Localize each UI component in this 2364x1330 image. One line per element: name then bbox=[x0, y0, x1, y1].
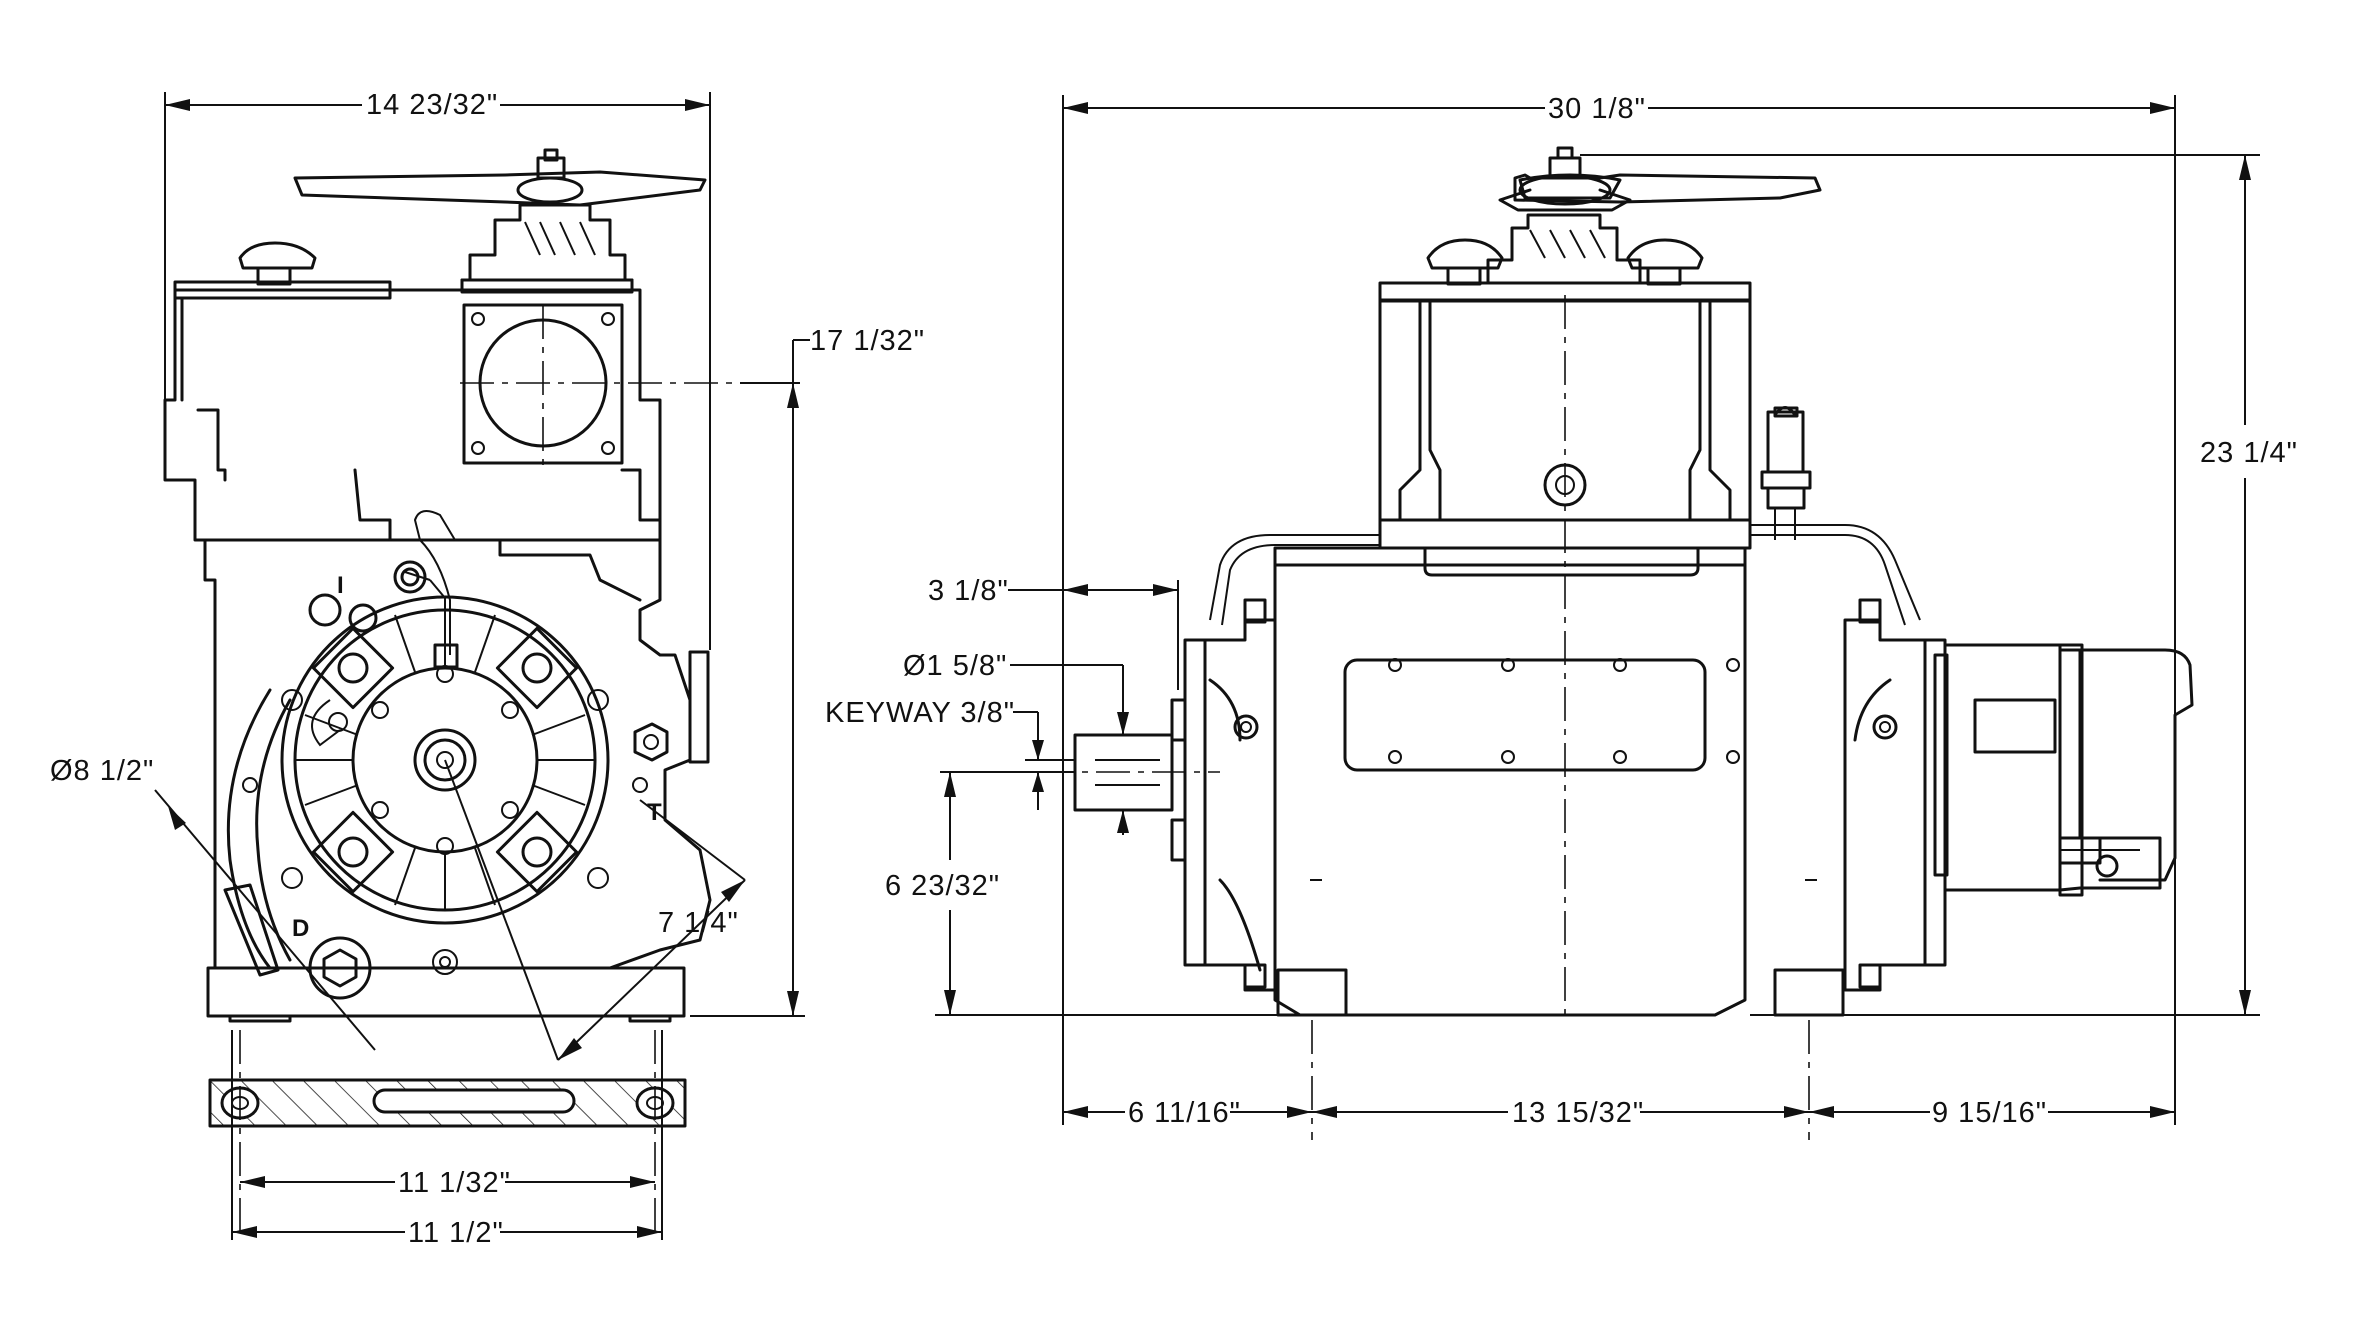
dim-shaft-height: 6 23/32" bbox=[885, 870, 1000, 902]
dim-side-overall-width: 14 23/32" bbox=[366, 89, 498, 121]
handwheel-handle bbox=[293, 170, 707, 207]
motor-body bbox=[1943, 643, 2062, 892]
dim-shaft-extension: 3 1/8" bbox=[928, 575, 1009, 607]
dim-shaft-diameter: Ø1 5/8" bbox=[903, 650, 1007, 682]
discharge-marker: D bbox=[292, 915, 309, 942]
front-dimensions: 30 1/8" 23 1/4" 3 1/8" Ø1 5/8" KEYWAY 3/… bbox=[825, 93, 2298, 1140]
dim-base-left: 6 11/16" bbox=[1128, 1097, 1241, 1129]
side-base bbox=[206, 966, 686, 1018]
dim-foot-outer: 11 1/2" bbox=[408, 1217, 504, 1249]
front-handle bbox=[1513, 173, 1822, 204]
bolt-pads bbox=[311, 626, 579, 894]
dim-base-right: 9 15/16" bbox=[1932, 1097, 2047, 1129]
dim-front-overall-width: 30 1/8" bbox=[1548, 93, 1646, 125]
dim-front-overall-height: 23 1/4" bbox=[2200, 437, 2298, 469]
dim-bolt-pattern: 7 1/4" bbox=[658, 907, 739, 939]
dim-rotor-diameter: Ø8 1/2" bbox=[50, 755, 154, 787]
dim-foot-inner: 11 1/32" bbox=[398, 1167, 511, 1199]
dim-base-center: 13 15/32" bbox=[1512, 1097, 1644, 1129]
nameplate bbox=[1343, 658, 1707, 772]
drive-shaft bbox=[1073, 733, 1174, 812]
inlet-marker: I bbox=[337, 572, 344, 599]
front-foot-left bbox=[1276, 968, 1348, 1017]
dim-keyway: KEYWAY 3/8" bbox=[825, 697, 1015, 729]
front-view bbox=[1040, 146, 2194, 1017]
dim-port-height: 17 1/32" bbox=[810, 325, 925, 357]
side-view: I D T bbox=[163, 148, 740, 1240]
breather-knob bbox=[238, 241, 317, 270]
front-foot-right bbox=[1773, 968, 1845, 1017]
pump-housing bbox=[1273, 546, 1747, 1017]
side-dimensions: 14 23/32" 17 1/32" Ø8 1/2" 7 1/4" 11 1/3… bbox=[50, 89, 925, 1249]
top-marker: T bbox=[647, 799, 662, 826]
